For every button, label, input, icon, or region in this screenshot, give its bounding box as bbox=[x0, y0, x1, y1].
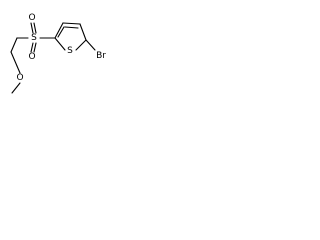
thiophene-ring bbox=[54, 22, 87, 51]
bond-c3-c4 bbox=[62, 22, 81, 25]
chemical-structure: S O O S Br O bbox=[10, 13, 106, 94]
structure-canvas: S O O S Br O bbox=[0, 0, 113, 97]
bond-c3-c4-inner bbox=[64, 26, 79, 29]
atom-oxygen-top: O bbox=[28, 13, 35, 23]
atom-oxygen-bottom: O bbox=[28, 52, 35, 62]
bond-c2-c3-chain bbox=[10, 51, 18, 67]
bond-c4-c5 bbox=[79, 23, 87, 41]
atom-ether-oxygen: O bbox=[16, 73, 23, 83]
bond-c5-s bbox=[75, 39, 87, 51]
bond-s-o-bottom-b bbox=[33, 42, 37, 53]
bond-s-o-top-b bbox=[33, 22, 37, 34]
bond-s-c2 bbox=[54, 37, 66, 51]
bond-s-o-bottom-a bbox=[30, 42, 34, 53]
atom-bromine: Br bbox=[96, 51, 106, 61]
bond-c5-br bbox=[85, 39, 96, 51]
atom-thiophene-s: S bbox=[67, 46, 73, 56]
bond-o-ch3 bbox=[11, 82, 21, 94]
atom-sulfonyl-s: S bbox=[31, 33, 37, 43]
bond-c3-o bbox=[16, 65, 21, 74]
bond-c2-c3 bbox=[54, 22, 64, 39]
bond-c2-c3-inner bbox=[57, 26, 65, 38]
bond-s-o-top-a bbox=[30, 22, 34, 34]
bond-c1-c2-chain bbox=[10, 37, 18, 53]
